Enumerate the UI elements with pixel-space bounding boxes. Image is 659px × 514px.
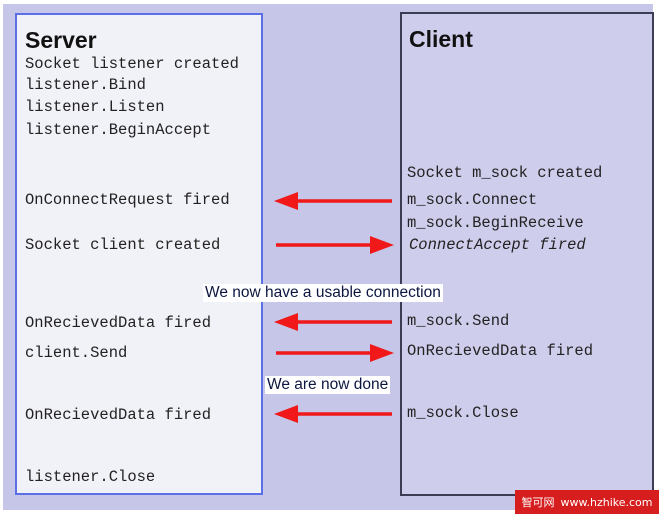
arrow-left-icon	[274, 192, 392, 210]
client-step: m_sock.Send	[407, 312, 510, 330]
server-step: listener.Close	[25, 468, 156, 486]
server-step: OnRecievedData fired	[25, 314, 212, 332]
server-step: listener.Listen	[25, 98, 165, 116]
arrow-right-icon	[276, 344, 394, 362]
server-step: listener.Bind	[25, 76, 146, 94]
client-step: m_sock.Close	[407, 404, 519, 422]
server-step: OnConnectRequest fired	[25, 191, 230, 209]
client-step: m_sock.Connect	[407, 191, 538, 209]
watermark-brand: 智可网	[521, 496, 555, 509]
server-step: listener.BeginAccept	[25, 121, 212, 139]
client-step: OnRecievedData fired	[407, 342, 594, 360]
arrow-left-icon	[274, 313, 392, 331]
client-step: m_sock.BeginReceive	[407, 214, 584, 232]
server-step: client.Send	[25, 344, 128, 362]
server-step: Socket listener created	[25, 55, 239, 73]
arrow-right-icon	[276, 236, 394, 254]
client-panel	[400, 12, 654, 496]
watermark: 智可网 www.hzhike.com	[515, 490, 659, 514]
watermark-url: www.hzhike.com	[560, 495, 653, 509]
connection-note: We now have a usable connection	[203, 284, 443, 302]
server-step: OnRecievedData fired	[25, 406, 212, 424]
server-title: Server	[25, 27, 97, 53]
client-title: Client	[409, 26, 473, 52]
done-note: We are now done	[265, 376, 391, 394]
arrow-left-icon	[274, 405, 392, 423]
server-panel	[15, 13, 263, 495]
client-step: Socket m_sock created	[407, 164, 603, 182]
server-step: Socket client created	[25, 236, 221, 254]
client-step: ConnectAccept fired	[409, 236, 586, 254]
